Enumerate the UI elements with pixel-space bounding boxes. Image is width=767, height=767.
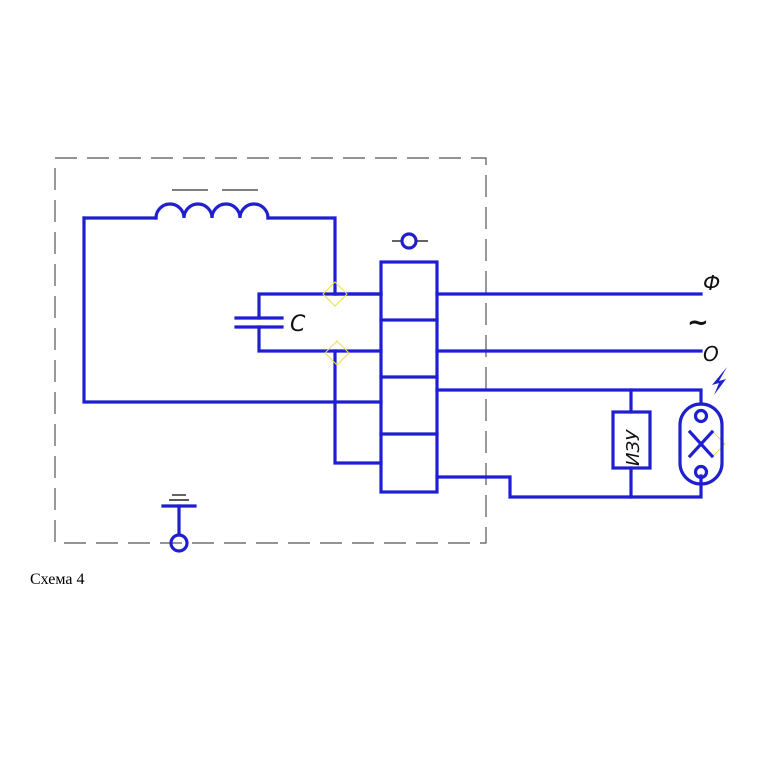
neutral-label: O	[703, 342, 719, 366]
left-wire	[82, 216, 383, 404]
phase-label: Ф	[703, 271, 720, 295]
ac-symbol: ~	[687, 308, 709, 338]
return-wire	[435, 474, 703, 499]
diagram-caption: Схема 4	[30, 571, 85, 588]
lightning-icon	[712, 367, 727, 395]
inductor-icon	[82, 189, 337, 296]
fuse-icon	[392, 232, 428, 250]
capacitor-label: C	[290, 312, 306, 337]
igniter-label: ИЗУ	[623, 429, 644, 466]
lamp-icon	[678, 402, 724, 486]
cap-return-wire	[333, 349, 383, 465]
junction-markers	[322, 281, 726, 457]
capacitor-icon	[234, 292, 383, 353]
ground-icon	[161, 494, 197, 553]
lamp-feed-wire	[435, 388, 703, 406]
terminal-block	[379, 260, 439, 494]
